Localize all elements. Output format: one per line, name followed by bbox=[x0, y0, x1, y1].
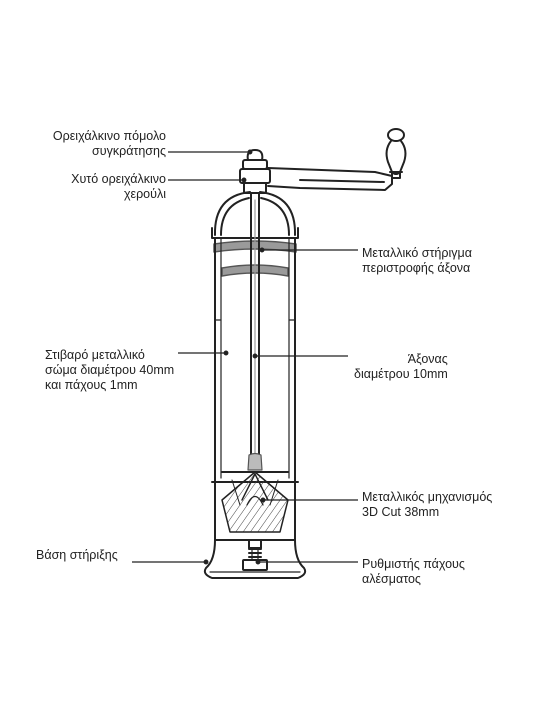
label-bearing: Μεταλλικό στήριγμα περιστροφής άξονα bbox=[362, 246, 472, 275]
grinding-mechanism bbox=[211, 471, 299, 541]
label-knob: Ορειχάλκινο πόμολο συγκράτησης bbox=[52, 129, 166, 158]
adjuster-screw bbox=[242, 539, 268, 571]
crank-arm bbox=[267, 167, 393, 191]
label-mechanism: Μεταλλικός μηχανισμός 3D Cut 38mm bbox=[362, 490, 493, 519]
label-adjuster: Ρυθμιστής πάχους αλέσματος bbox=[362, 557, 465, 586]
center-shaft bbox=[247, 192, 263, 471]
label-body: Στιβαρό μεταλλικό σώμα διαμέτρου 40mm κα… bbox=[45, 348, 175, 392]
leader-lines bbox=[132, 149, 358, 565]
label-base: Βάση στήριξης bbox=[36, 548, 118, 562]
top-nut bbox=[239, 149, 271, 194]
mill-body bbox=[214, 237, 296, 479]
label-handle: Χυτό ορειχάλκινο χερούλι bbox=[71, 172, 166, 201]
dome-cap bbox=[211, 191, 299, 239]
label-shaft: Άξονας διαμέτρου 10mm bbox=[354, 352, 448, 381]
crank-knob bbox=[385, 128, 407, 179]
mill-drawing bbox=[203, 128, 407, 579]
base-stand bbox=[203, 539, 307, 579]
